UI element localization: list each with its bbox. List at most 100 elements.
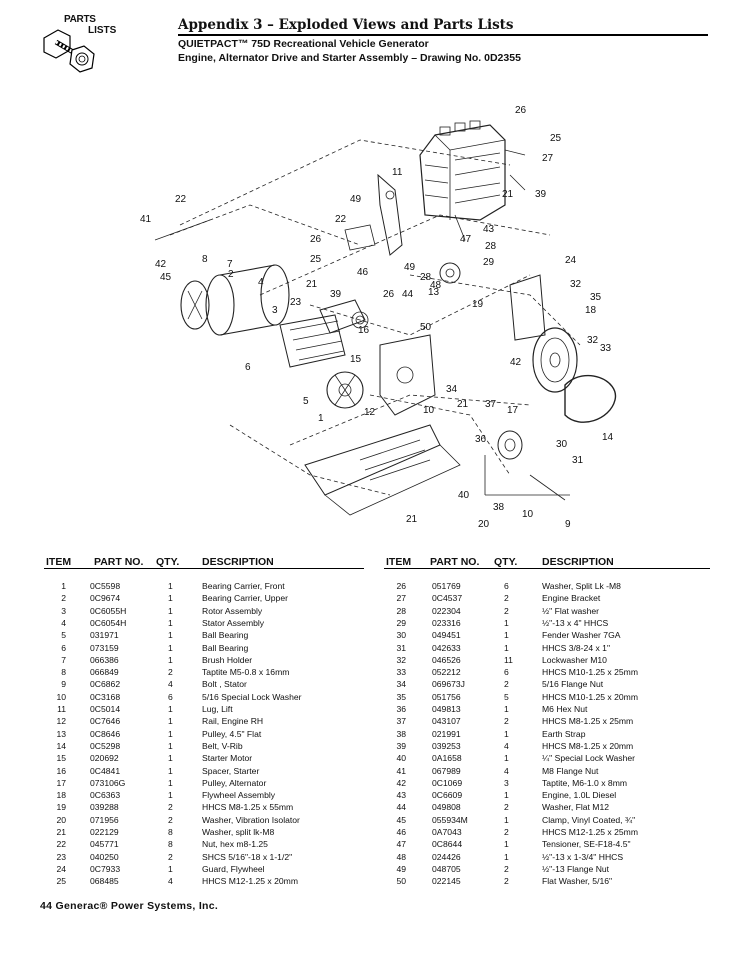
description: SHCS 5/16"-18 x 1-1/2" [202, 851, 293, 862]
description: ¼" Special Lock Washer [542, 753, 636, 764]
callout-number: 30 [556, 439, 568, 450]
part-number: 039253 [432, 740, 461, 751]
quantity: 1 [504, 839, 509, 850]
part-number: 0C7646 [90, 716, 121, 727]
callout-number: 46 [357, 267, 369, 278]
description: M8 Flange Nut [542, 765, 599, 776]
parts-lists-logo: PARTS LISTS [36, 14, 128, 74]
part-number: 0C5298 [90, 740, 121, 751]
quantity: 2 [168, 851, 173, 862]
item-number: 15 [56, 753, 66, 764]
description: Pulley, Alternator [202, 777, 267, 788]
description: HHCS M8-1.25 x 20mm [542, 740, 634, 751]
part-number: 039288 [90, 802, 119, 813]
quantity: 1 [504, 851, 509, 862]
callout-number: 15 [350, 354, 362, 365]
callout-number: 26 [310, 234, 322, 245]
part-number: 046526 [432, 654, 461, 665]
part-number: 021991 [432, 728, 461, 739]
part-number: 049813 [432, 704, 461, 714]
item-number: 29 [396, 617, 406, 628]
item-number: 23 [56, 851, 66, 862]
quantity: 2 [168, 814, 173, 825]
item-number: 30 [396, 630, 406, 641]
item-number: 4 [61, 617, 66, 628]
callout-number: 21 [406, 514, 418, 525]
callout-number: 5 [303, 396, 309, 407]
part-number: 0C7933 [90, 863, 121, 874]
drawing-subtitle: Engine, Alternator Drive and Starter Ass… [178, 52, 521, 64]
description: Starter Motor [202, 753, 253, 764]
part-number: 068485 [90, 876, 119, 887]
item-number: 50 [396, 876, 406, 887]
callout-number: 49 [404, 262, 416, 273]
description: HHCS M10-1.25 x 20mm [542, 691, 638, 702]
quantity: 11 [504, 654, 513, 665]
callout-number: 8 [202, 254, 208, 265]
part-number: 055934M [432, 814, 468, 825]
part-number: 024426 [432, 851, 461, 862]
callout-number: 2 [228, 269, 234, 280]
callout-number: 39 [535, 189, 547, 200]
callout-number: 38 [493, 502, 505, 513]
part-number: 051756 [432, 691, 461, 702]
description: Ball Bearing [202, 630, 249, 641]
quantity: 6 [168, 691, 173, 702]
description: Washer, Vibration Isolator [202, 814, 300, 825]
item-number: 39 [396, 740, 406, 751]
item-number: 2 [61, 593, 66, 604]
part-number: 0C6055H [90, 605, 127, 616]
part-number: 0C8644 [432, 839, 463, 850]
item-number: 43 [396, 790, 406, 801]
bolt-nut-icon [43, 29, 95, 73]
description: Washer, Flat M12 [542, 802, 610, 813]
part-number: 0C6363 [90, 790, 121, 801]
part-number: 020692 [90, 753, 119, 764]
description: ½" Flat washer [542, 605, 600, 616]
quantity: 1 [168, 617, 173, 628]
description: HHCS M10-1.25 x 25mm [542, 667, 638, 678]
part-number: 022304 [432, 605, 461, 616]
quantity: 2 [504, 605, 509, 616]
quantity: 1 [168, 704, 173, 714]
item-number: 19 [56, 802, 66, 813]
part-number: 022129 [90, 827, 119, 837]
part-number: 073159 [90, 642, 119, 653]
quantity: 1 [168, 740, 173, 751]
item-number: 45 [396, 814, 406, 825]
quantity: 4 [168, 679, 173, 690]
item-number: 3 [61, 605, 66, 616]
item-number: 7 [61, 654, 66, 665]
page-title: Appendix 3 – Exploded Views and Parts Li… [178, 17, 514, 33]
item-number: 6 [61, 642, 66, 653]
quantity: 1 [504, 753, 509, 764]
description: Clamp, Vinyl Coated, ¾" [542, 814, 636, 825]
table-row: 23 040250 2 SHCS 5/16"-18 x 1-1/2" [44, 852, 364, 864]
col-header-desc-left: DESCRIPTION [202, 556, 274, 568]
callout-number: 25 [310, 254, 322, 265]
header-rule-left [44, 568, 364, 570]
description: HHCS 3/8-24 x 1" [542, 642, 611, 653]
description: ½"-13 x 4" HHCS [542, 617, 609, 628]
part-number: 040250 [90, 851, 119, 862]
quantity: 2 [504, 679, 509, 690]
part-number: 0C5014 [90, 704, 121, 714]
callout-number: 25 [550, 133, 562, 144]
callout-number: 37 [485, 399, 497, 410]
